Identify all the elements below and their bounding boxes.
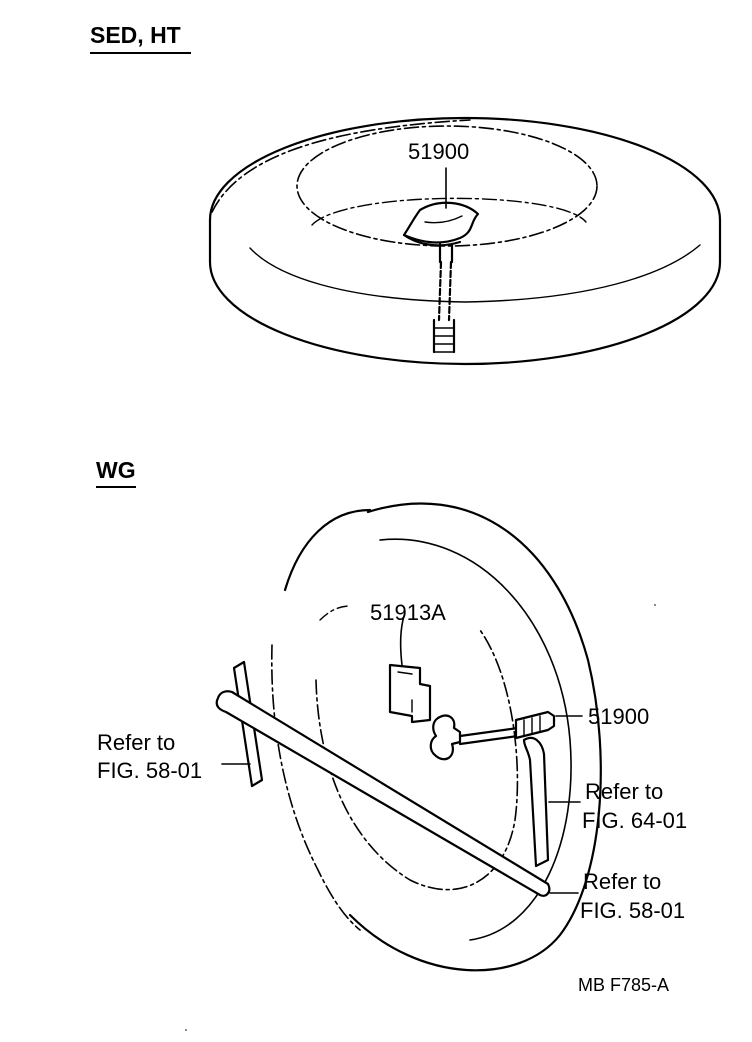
section-title-wg: WG	[96, 457, 136, 483]
ref-right-lower-line1: Refer to	[583, 869, 662, 894]
callout-51913a: 51913A	[370, 600, 446, 625]
wg-wing-bolt	[429, 710, 556, 761]
ref-right-upper-line1: Refer to	[585, 779, 664, 804]
wg-spare-tire	[270, 502, 602, 972]
top-spare-tire	[208, 116, 722, 366]
callout-51900-wg: 51900	[588, 704, 650, 729]
ref-right-lower-line2: FIG. 58-01	[580, 898, 686, 923]
section-title-sed-ht-underline	[90, 52, 191, 54]
section-title-wg-underline	[96, 486, 136, 488]
section-title-sed-ht: SED, HT	[90, 22, 181, 48]
top-hold-down-clamp	[402, 201, 480, 264]
callout-51900-top: 51900	[408, 139, 470, 164]
top-hold-down-bolt	[432, 260, 456, 354]
wg-bracket-51913a	[388, 663, 432, 724]
wg-strap-right	[522, 736, 550, 868]
leader-51913a	[399, 615, 405, 666]
ref-left-line2: FIG. 58-01	[97, 758, 203, 783]
figure-code: MB F785-A	[578, 975, 670, 995]
wg-holder-bar	[215, 690, 551, 897]
ref-right-upper-line2: FIG. 64-01	[582, 808, 688, 833]
ref-left-line1: Refer to	[97, 730, 176, 755]
